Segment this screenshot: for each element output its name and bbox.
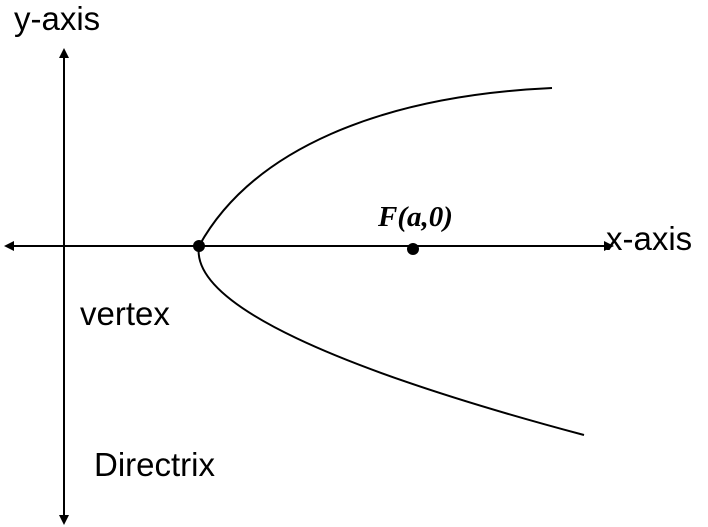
vertex-point — [193, 240, 205, 252]
x-axis-label: x-axis — [606, 220, 693, 257]
parabola-upper-branch — [198, 87, 553, 247]
focus-point — [407, 243, 419, 255]
vertex-label: vertex — [80, 295, 170, 332]
focus-label: F(a,0) — [378, 201, 453, 233]
directrix-label: Directrix — [94, 446, 215, 483]
parabola-lower-branch — [197, 245, 585, 436]
y-axis-label: y-axis — [14, 0, 101, 37]
